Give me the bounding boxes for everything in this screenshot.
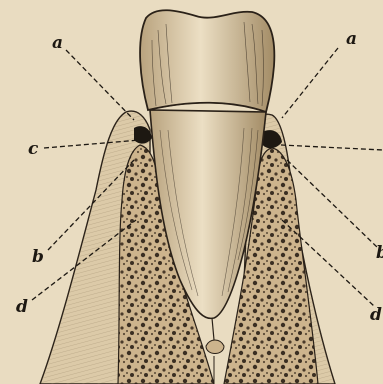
leader-a-left [66,50,134,120]
leader-c-right [281,145,383,150]
label-b-left: b [32,247,44,267]
label-b-right: b [376,243,383,263]
label-a-right: a [346,29,357,49]
label-c-left: c [28,139,39,159]
label-d-left: d [16,297,28,317]
leader-a-right [282,48,338,118]
label-d-right: d [370,305,382,325]
label-a-left: a [52,33,63,53]
